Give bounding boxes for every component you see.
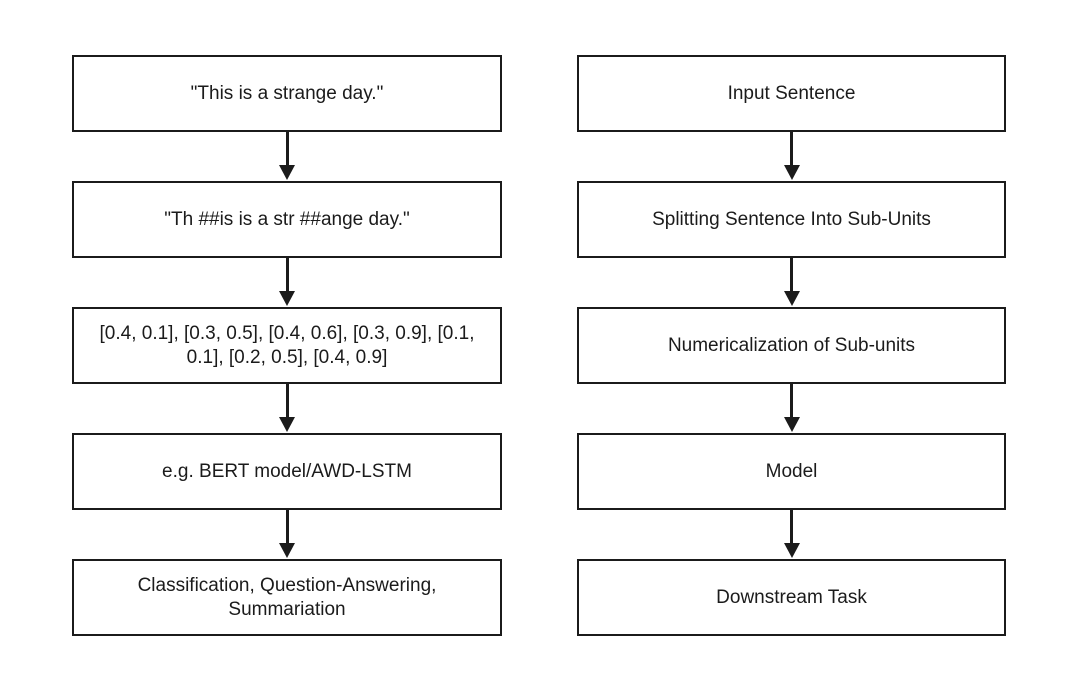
flow-box-label: Input Sentence [727,82,856,104]
down-arrow-icon [577,132,1006,181]
arrow-shaft [790,258,793,292]
down-arrow-icon [72,510,502,559]
flow-box-example-vectors: [0.4, 0.1], [0.3, 0.5], [0.4, 0.6], [0.3… [72,307,502,384]
arrow-head [279,291,295,306]
arrow-head [279,543,295,558]
arrow-shaft [790,384,793,418]
flow-box-example-subword-tokens: "Th ##is is a str ##ange day." [72,181,502,258]
arrow-shaft [285,132,289,166]
flow-box-model: Model [577,433,1006,510]
flow-box-label: "Th ##is is a str ##ange day." [164,208,410,230]
flow-box-numericalization: Numericalization of Sub-units [577,307,1006,384]
flow-box-label: Numericalization of Sub-units [667,334,916,356]
arrow-head [783,165,800,180]
flow-box-example-tasks: Classification, Question-Answering, Summ… [72,559,502,636]
example-flow-column: "This is a strange day." "Th ##is is a s… [72,55,502,636]
arrow-head [279,417,295,432]
flow-box-label: Classification, Question-Answering, Summ… [137,574,437,620]
arrow-shaft [790,510,793,544]
down-arrow-icon [577,384,1006,433]
arrow-shaft [790,132,793,166]
flow-box-example-sentence: "This is a strange day." [72,55,502,132]
down-arrow-icon [72,258,502,307]
down-arrow-icon [577,258,1006,307]
down-arrow-icon [577,510,1006,559]
flow-box-label: e.g. BERT model/AWD-LSTM [162,460,412,482]
flow-box-splitting-sentence: Splitting Sentence Into Sub-Units [577,181,1006,258]
flow-box-label: [0.4, 0.1], [0.3, 0.5], [0.4, 0.6], [0.3… [99,322,475,368]
flow-box-input-sentence: Input Sentence [577,55,1006,132]
generic-flow-column: Input Sentence Splitting Sentence Into S… [577,55,1006,636]
down-arrow-icon [72,132,502,181]
arrow-shaft [285,510,289,544]
arrow-head [783,291,800,306]
flow-box-label: Model [765,460,818,482]
arrow-head [783,417,800,432]
arrow-shaft [285,384,289,418]
arrow-head [783,543,800,558]
flow-box-label: Downstream Task [716,586,867,608]
arrow-head [279,165,295,180]
flow-box-label: Splitting Sentence Into Sub-Units [652,208,931,230]
arrow-shaft [285,258,289,292]
flow-box-example-model: e.g. BERT model/AWD-LSTM [72,433,502,510]
flow-box-downstream-task: Downstream Task [577,559,1006,636]
down-arrow-icon [72,384,502,433]
flow-box-label: "This is a strange day." [190,82,384,104]
